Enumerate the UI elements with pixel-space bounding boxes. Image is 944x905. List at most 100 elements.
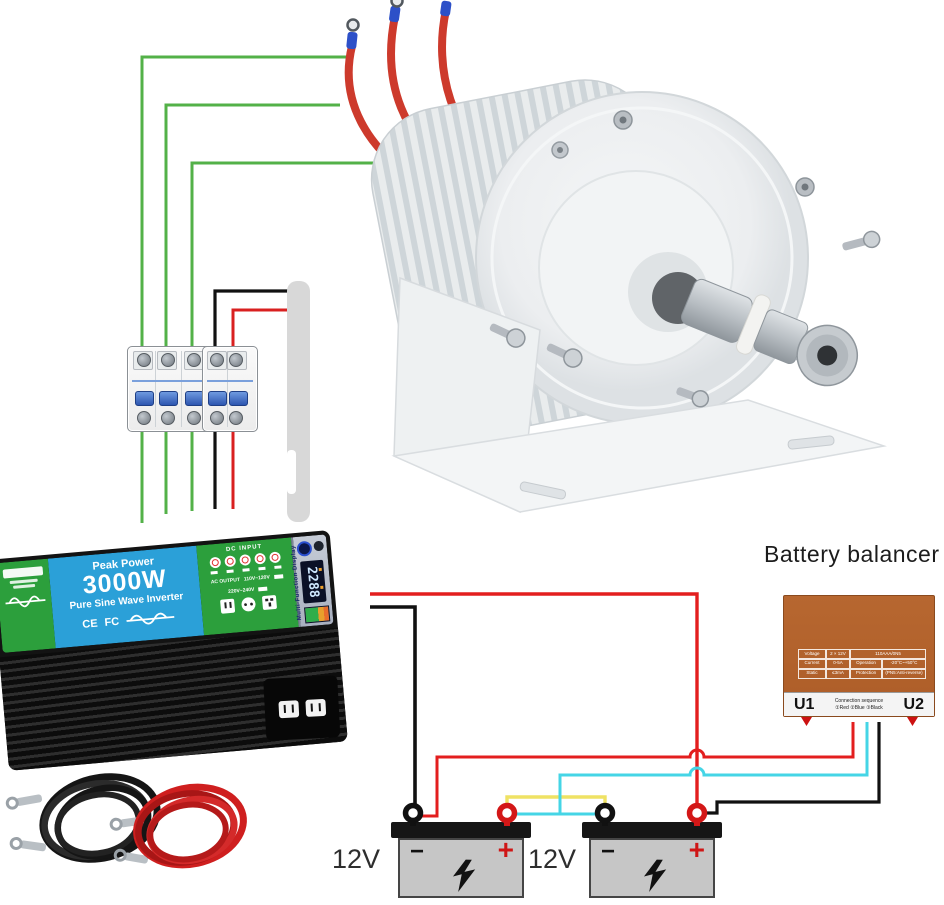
wire-red-breaker-feed (231, 308, 293, 509)
brand-logo (2, 566, 43, 579)
breaker-toggle[interactable] (159, 391, 178, 406)
indicator-dash (210, 570, 218, 575)
lcd-indicator (319, 585, 324, 590)
screw-icon (161, 353, 175, 367)
indicator-dash (242, 568, 250, 572)
brand-tagline (12, 583, 35, 589)
voltage-sticker-icon (209, 556, 222, 569)
inverter-top-panel: Peak Power 3000W Pure Sine Wave Inverter… (0, 534, 334, 653)
stud-bolt-icons (489, 230, 881, 408)
pole-separator (227, 351, 228, 427)
indicator-dash (258, 586, 268, 592)
battery-gauge (303, 605, 330, 624)
voltage-sticker-icon (269, 551, 281, 564)
indicator-dash (274, 565, 282, 569)
ce-mark: CE (81, 617, 99, 631)
ac-outlet-block (263, 675, 341, 741)
battery-balancer: Voltage 2 × 12V 110AAA/0N5 Current 0-5A … (783, 595, 935, 717)
lcd-screen: 2288 (299, 559, 327, 604)
breaker-toggle[interactable] (229, 391, 248, 406)
breaker-blue-line (132, 380, 210, 382)
certification-row: CE FC (53, 605, 203, 636)
battery-right: − + (589, 834, 715, 898)
battery-middle-voltage-label: 12V (528, 844, 577, 874)
white-cable-sleeve (287, 281, 310, 522)
balancer-title: Battery balancer (764, 541, 940, 567)
bracket-foot (391, 399, 887, 513)
connection-sequence: Connection sequence ①Red ②Blue ③Black (835, 698, 883, 711)
screw-icon (210, 353, 224, 367)
balancer-spec-table: Voltage 2 × 12V 110AAA/0N5 Current 0-5A … (798, 649, 926, 679)
voltage-sticker-icon (239, 554, 252, 566)
lightning-icon (643, 859, 667, 892)
sequence-values: ①Red ②Blue ③Black (835, 704, 883, 711)
display-sensor-icon (313, 540, 325, 552)
wire-black-balancer (697, 722, 881, 815)
screw-icon (161, 411, 175, 425)
end-cap-bevel (490, 106, 794, 410)
battery-left-top-bar (391, 822, 531, 838)
wire-red-main (370, 592, 699, 810)
spec-cell: 2 × 12V (826, 649, 850, 659)
wire-cyan-balancer (558, 722, 869, 814)
minus-terminal-label: − (601, 838, 616, 865)
voltage-sticker-icon (254, 552, 267, 565)
bracket-slot (787, 435, 835, 450)
lightning-icon (452, 859, 476, 892)
pole-separator (155, 351, 156, 427)
spec-cell: 110AAA/0N5 (850, 649, 926, 659)
display-button-icon[interactable] (295, 540, 313, 557)
indicator-dash (226, 569, 234, 574)
screw-icon (210, 411, 224, 425)
screw-icon (229, 411, 243, 425)
balancer-terminal-strip: U1 Connection sequence ①Red ②Blue ③Black… (784, 692, 934, 716)
battery-left: − + (398, 834, 524, 898)
indicator-dash (273, 574, 283, 580)
bracket-slot (519, 481, 567, 500)
plus-terminal-label: + (688, 834, 705, 865)
spec-cell: Operation (850, 658, 882, 669)
wire-red-balancer (421, 722, 855, 818)
ac-socket-icon (277, 699, 299, 718)
spec-cell: Protection (850, 668, 882, 679)
voltage-sticker-icon (224, 555, 237, 568)
wire-black-breaker-feed (213, 289, 299, 509)
spec-cell: ≤3mA (826, 668, 850, 679)
u2-label: U2 (903, 695, 924, 713)
screw-icon (137, 411, 151, 425)
generator-shaft (681, 278, 858, 387)
screw-icon (187, 353, 201, 367)
inverter-io-panel: DC INPUT AC OUTPUT 110V~1 (196, 537, 299, 636)
wire-black-main (370, 605, 417, 810)
breaker-blue-line (207, 380, 253, 382)
spec-cell: Static (798, 668, 826, 679)
screw-icon (137, 353, 151, 367)
breaker-toggle[interactable] (135, 391, 154, 406)
lcd-indicator (318, 567, 322, 572)
sine-wave-icon (126, 612, 175, 625)
indicator-dash (258, 566, 266, 571)
outlet-icons (220, 595, 278, 614)
minus-terminal-label: − (410, 838, 425, 865)
spec-cell: (PN5:Anti-reverse) (882, 668, 926, 679)
ac-range-2: 220V~240V (227, 586, 255, 596)
ring-terminal-icon (390, 0, 404, 8)
cable-lug-sleeve-icon (389, 5, 401, 23)
inverter-photo: Peak Power 3000W Pure Sine Wave Inverter… (0, 530, 348, 771)
plus-terminal-label: + (497, 834, 514, 865)
u1-label: U1 (794, 695, 815, 713)
battery-cables-photo (5, 773, 247, 869)
spec-cell: Voltage (798, 649, 826, 659)
battery-right-top-bar (582, 822, 722, 838)
sequence-title: Connection sequence (834, 698, 884, 704)
breaker-toggle[interactable] (208, 391, 227, 406)
spec-cell: Current (798, 658, 826, 669)
pole-separator (181, 351, 182, 427)
ac-output-label: AC OUTPUT (210, 577, 241, 586)
cable-lug-sleeve-icon (346, 31, 358, 50)
screw-icon (229, 353, 243, 367)
ac-socket-icon (304, 698, 326, 717)
inverter-display-panel: 2288 Multi-Function Display (290, 534, 334, 628)
